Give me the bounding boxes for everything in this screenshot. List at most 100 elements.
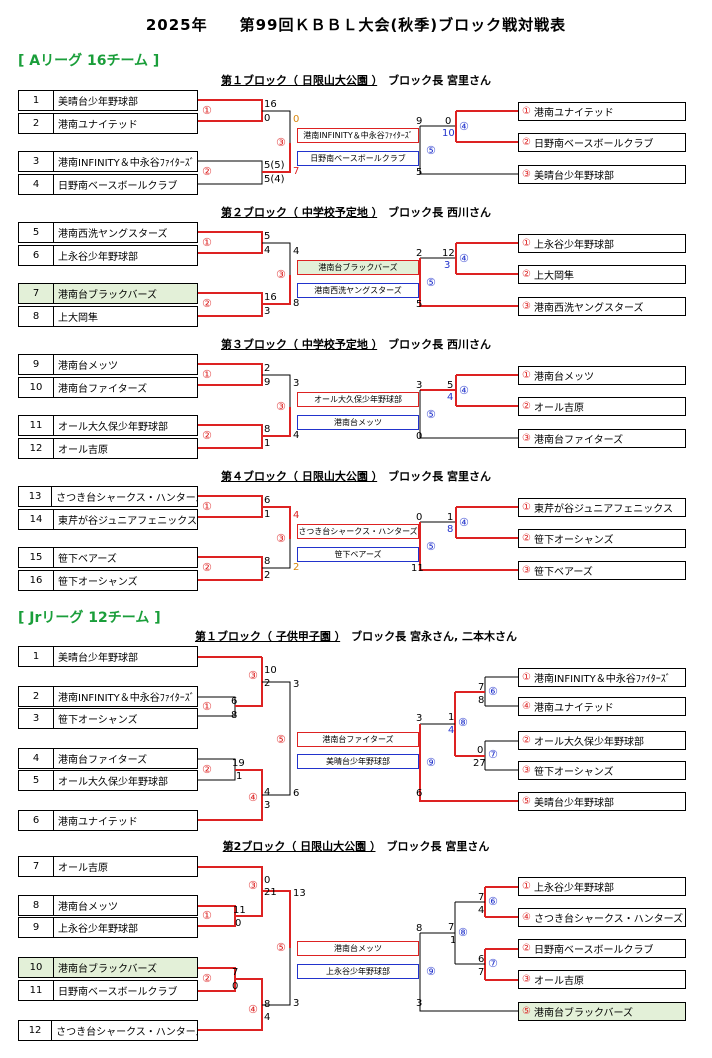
team-number: 15 <box>19 548 54 567</box>
score: 10 <box>442 128 455 139</box>
matchup-box: さつき台シャークス・ハンターズ <box>297 524 419 539</box>
team-number: 1 <box>19 91 54 110</box>
result-team: 港南台ファイターズ <box>533 435 624 446</box>
team-number: 6 <box>19 811 54 830</box>
score: 16 <box>264 99 277 110</box>
a4-g3-bot <box>262 539 291 569</box>
score: 3 <box>416 380 423 391</box>
block-a3-lines <box>198 363 518 449</box>
team-number: 3 <box>19 709 54 728</box>
team-name: 笹下ベアーズ <box>58 554 117 565</box>
jr2-g9-line <box>419 933 518 1012</box>
score: 8 <box>447 524 454 535</box>
game-mark: ⑥ <box>488 895 498 908</box>
score: 6 <box>264 495 271 506</box>
score: 5 <box>416 167 423 178</box>
team-number: 11 <box>19 416 54 435</box>
jr1-g5-top <box>262 681 291 740</box>
score: 0 <box>445 116 452 127</box>
rank-mark: ④ <box>522 912 531 923</box>
score: 6 <box>293 788 300 799</box>
a1-g4-line <box>455 110 518 143</box>
rank-mark: ① <box>522 370 531 381</box>
game-mark: ② <box>202 165 212 178</box>
block-header: 第１ブロック（ 子供甲子園 ） ブロック長 宮永さん, 二本木さん <box>0 628 712 644</box>
score: 6 <box>231 696 238 707</box>
team-number: 10 <box>19 958 54 977</box>
score: 3 <box>264 306 271 317</box>
team-number: 9 <box>19 918 54 937</box>
score: 3 <box>293 679 300 690</box>
score: 5(5) <box>264 160 285 171</box>
score: 11 <box>233 905 246 916</box>
score: 7 <box>478 892 485 903</box>
score: 1 <box>447 512 454 523</box>
team-number: 11 <box>19 981 54 1000</box>
team-name: さつき台シャークス・ハンターズ <box>56 1027 197 1038</box>
result-team: 港南台ブラックバーズ <box>533 1008 633 1019</box>
game-mark: ① <box>202 236 212 249</box>
score: 5 <box>447 380 454 391</box>
result-team: 東芹が谷ジュニアフェニックス <box>533 504 673 515</box>
rank-mark: ② <box>522 137 531 148</box>
a1-g3-top <box>262 110 291 143</box>
rank-mark: ① <box>522 502 531 513</box>
game-mark: ④ <box>459 120 469 133</box>
team-name: オール大久保少年野球部 <box>58 777 168 788</box>
team-number: 5 <box>19 223 54 242</box>
team-name: 港南台ファイターズ <box>58 755 148 766</box>
team-number: 12 <box>19 1021 53 1040</box>
team-name: 港南ユナイテッド <box>58 817 138 828</box>
result-team: オール吉原 <box>533 976 584 987</box>
game-mark: ⑥ <box>488 685 498 698</box>
jr1-g3-line <box>198 656 263 707</box>
a2-g5-line <box>419 258 518 307</box>
game-mark: ⑨ <box>426 965 436 978</box>
score: 0 <box>264 113 271 124</box>
matchup-box: 港南台メッツ <box>297 941 419 956</box>
game-mark: ④ <box>459 384 469 397</box>
team-number: 3 <box>19 152 54 171</box>
result-team: 港南INFINITY＆中永谷ﾌｧｲﾀｰｽﾞ <box>533 674 671 685</box>
score: 8 <box>293 298 300 309</box>
score: 0 <box>293 114 300 125</box>
score: 7 <box>232 967 239 978</box>
score: 1 <box>264 509 271 520</box>
team-number: 2 <box>19 687 54 706</box>
team-name: 港南ユナイテッド <box>58 120 138 131</box>
score: 0 <box>416 431 423 442</box>
team-name: 港南台ファイターズ <box>58 384 148 395</box>
score: 3 <box>293 378 300 389</box>
team-name: 東芹が谷ジュニアフェニックス <box>58 516 197 527</box>
a4-g5-line <box>419 522 518 571</box>
game-mark: ③ <box>248 669 258 682</box>
a3-g4-line <box>455 374 518 407</box>
game-mark: ③ <box>276 268 286 281</box>
result-team: 上大岡隼 <box>533 271 574 282</box>
block-a2-lines <box>198 231 518 317</box>
league-a-label: [ Aリーグ 16チーム ] <box>18 53 160 69</box>
score: 5 <box>416 299 423 310</box>
score: 3 <box>293 998 300 1009</box>
team-number: 8 <box>19 896 54 915</box>
score: 6 <box>416 788 423 799</box>
score: 19 <box>232 758 245 769</box>
rank-mark: ② <box>522 533 531 544</box>
game-mark: ⑦ <box>488 957 498 970</box>
game-mark: ③ <box>276 532 286 545</box>
a2-g4-line <box>455 242 518 275</box>
a4-g4-line <box>455 506 518 539</box>
